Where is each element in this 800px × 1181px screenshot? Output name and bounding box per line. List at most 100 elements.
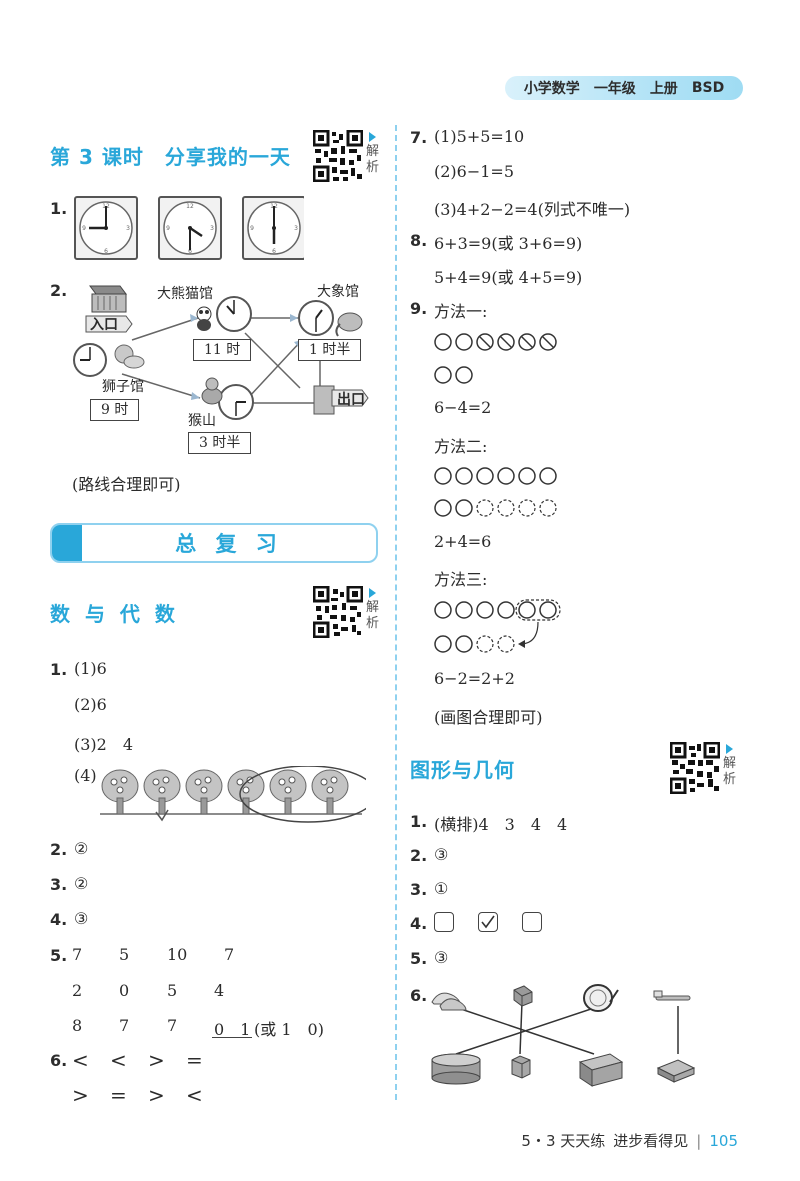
book-info-badge: 小学数学 一年级 上册 BSD <box>505 76 743 100</box>
rectangular-block-icon <box>656 1059 696 1083</box>
question-number: 2. <box>410 846 428 865</box>
answer-checkbox-checked <box>478 912 498 932</box>
answer-cell: = <box>186 1048 203 1072</box>
question-number: 1. <box>50 660 68 679</box>
answer-text: (2)6−1=5 <box>434 162 515 181</box>
question-number: 9. <box>410 299 428 318</box>
question-number: 5. <box>410 949 428 968</box>
toothbrush-icon <box>653 990 691 1001</box>
question-number: 7. <box>410 128 428 147</box>
volume-label: 上册 <box>649 81 678 97</box>
qr-analysis-label[interactable]: 解析 <box>366 132 382 176</box>
answer-text: (3)4+2−2=4(列式不唯一) <box>434 200 631 219</box>
elephant-clock-icon <box>298 300 334 336</box>
play-icon <box>369 588 376 598</box>
answer-cell: 4 <box>214 981 225 1000</box>
question-number: 4. <box>50 910 68 929</box>
page-number: 105 <box>709 1131 738 1150</box>
answer-text: ② <box>74 874 89 893</box>
series-name: 5・3 天天练 <box>521 1132 606 1150</box>
grade-label: 一年级 <box>593 81 636 97</box>
svg-text:6: 6 <box>272 248 276 255</box>
svg-text:6: 6 <box>104 248 108 255</box>
panda-clock-icon <box>216 296 252 332</box>
review-banner: 总 复 习 <box>50 523 378 563</box>
circle-mark <box>239 766 366 823</box>
answer-cell: 7 <box>224 945 235 964</box>
answer-cell: > <box>72 1083 89 1107</box>
edition-label: BSD <box>691 80 725 96</box>
answer-cell: > <box>148 1048 165 1072</box>
monkey-clock-icon <box>218 384 254 420</box>
answer-text: ② <box>74 839 89 858</box>
qr-code-icon[interactable] <box>313 586 363 638</box>
answer-checkbox <box>434 912 454 932</box>
question-number: 1. <box>50 199 68 218</box>
lion-time-box: 9 时 <box>90 399 140 421</box>
answer-text: ③ <box>434 948 449 967</box>
review-title: 总 复 习 <box>175 532 283 556</box>
question-number: 4. <box>410 914 428 933</box>
method-label: 方法一: <box>434 302 488 321</box>
geometry-section-title: 图形与几何 <box>410 758 515 782</box>
play-icon <box>369 132 376 142</box>
answer-cell: < <box>72 1048 89 1072</box>
answer-text: (4) <box>74 766 97 785</box>
elephant-hall-label: 大象馆 <box>317 284 359 300</box>
answer-text: (3)2 4 <box>74 735 134 754</box>
answer-cell: > <box>148 1083 165 1107</box>
entrance-building-icon <box>89 285 127 313</box>
answer-cell: 8 <box>72 1016 83 1035</box>
qr-code-icon[interactable] <box>670 742 720 794</box>
panda-hall-label: 大熊猫馆 <box>157 286 213 302</box>
shape-matching-diagram <box>431 984 696 1087</box>
qr-analysis-label[interactable]: 解析 <box>366 588 382 632</box>
question-number: 5. <box>50 946 68 965</box>
qr-analysis-label[interactable]: 解析 <box>723 744 739 788</box>
panda-time-box: 11 时 <box>193 339 252 361</box>
cylinder-shape-icon <box>431 1053 481 1085</box>
route-note: (路线合理即可) <box>72 475 181 494</box>
monkey-time-box: 3 时半 <box>188 432 252 454</box>
drawing-note: (画图合理即可) <box>434 708 543 727</box>
cuboid-shape-icon <box>578 1053 624 1087</box>
question-number: 6. <box>50 1051 68 1070</box>
answer-cell: 10 <box>167 945 188 964</box>
subject-label: 小学数学 <box>523 81 580 97</box>
shoes-icon <box>431 992 467 1011</box>
lion-icon <box>114 344 145 369</box>
answer-cell: 5 <box>167 981 178 1000</box>
entrance-sign-icon <box>85 315 133 333</box>
checkbox-row <box>434 912 542 932</box>
answer-cell: < <box>110 1048 127 1072</box>
entrance-label: 入口 <box>90 317 118 333</box>
tree-icon <box>101 769 139 815</box>
exit-sign-icon <box>313 385 369 415</box>
lion-clock-icon <box>73 343 107 377</box>
question-number: 8. <box>410 231 428 250</box>
answer-cell: 2 <box>72 981 83 1000</box>
answer-text: (1)5+5=10 <box>434 127 525 146</box>
qr-code-icon[interactable] <box>313 130 363 182</box>
svg-text:3: 3 <box>126 225 130 232</box>
tree-icon <box>311 769 349 815</box>
page-footer: 5・3 天天练 进步看得见 | 105 <box>521 1130 738 1151</box>
monkey-icon <box>201 377 223 405</box>
svg-text:3: 3 <box>294 225 298 232</box>
play-icon <box>726 744 733 754</box>
svg-text:9: 9 <box>82 225 86 232</box>
svg-text:12: 12 <box>186 203 194 210</box>
svg-text:9: 9 <box>250 225 254 232</box>
question-number: 6. <box>410 986 428 1005</box>
method-label: 方法二: <box>434 437 488 456</box>
equation: 6−2=2+2 <box>434 669 515 688</box>
question-number: 3. <box>410 880 428 899</box>
question-number: 2. <box>50 281 68 300</box>
monkey-hill-label: 猴山 <box>188 413 216 429</box>
column-divider <box>395 125 397 1100</box>
answer-cell: 0 <box>119 981 130 1000</box>
elephant-icon <box>335 312 363 337</box>
algebra-section-title: 数 与 代 数 <box>50 602 179 626</box>
underline <box>212 1037 252 1038</box>
